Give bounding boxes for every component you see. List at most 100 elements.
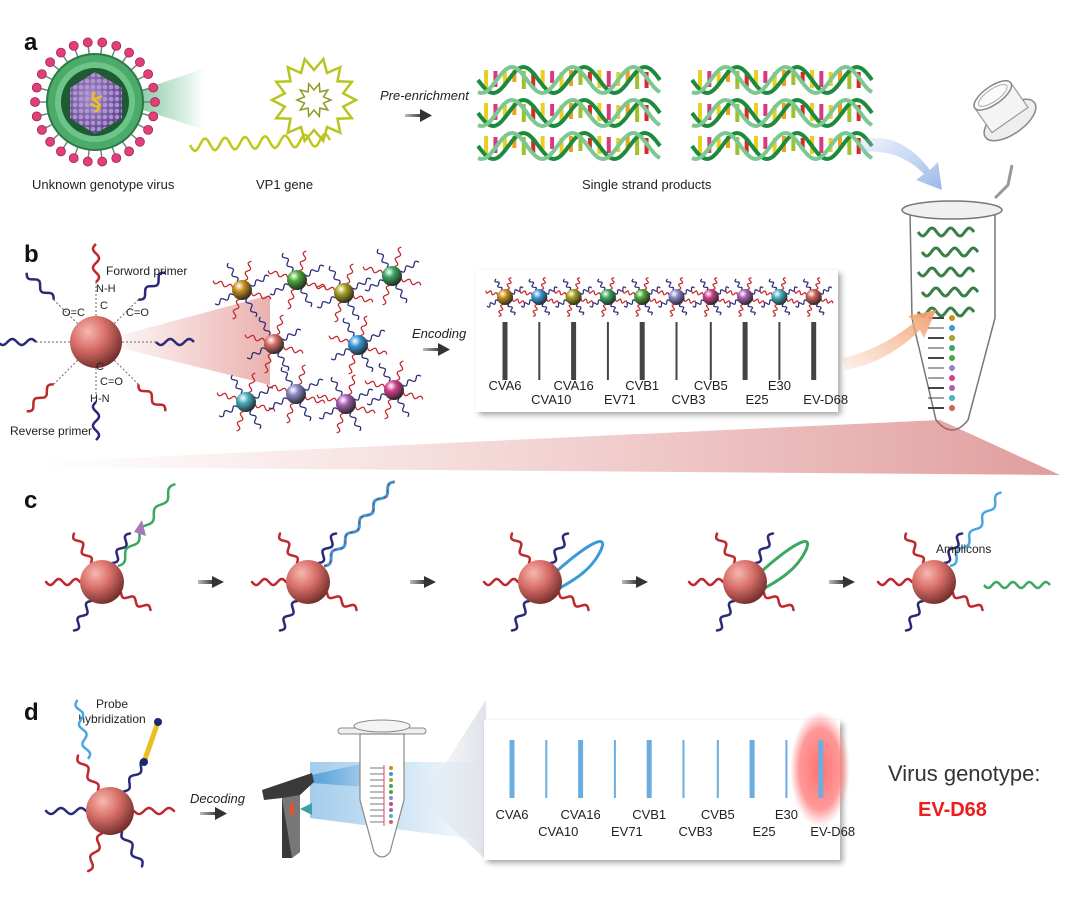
dna-base — [540, 103, 545, 117]
bead-sphere — [80, 560, 124, 604]
primer-strand — [713, 303, 722, 316]
virus-spike-head — [143, 124, 154, 135]
primer-strand — [137, 384, 167, 412]
primer-strand — [276, 314, 284, 336]
dna-backbone — [691, 130, 874, 162]
primer-strand — [815, 277, 821, 290]
virus-spike-head — [68, 40, 79, 51]
virus-spike-head — [45, 136, 55, 147]
primer-strand — [557, 591, 590, 612]
library-bead — [216, 372, 276, 432]
dna-base — [763, 104, 768, 116]
decode-bar — [646, 740, 652, 798]
barcode-bead — [725, 277, 765, 317]
primer-strand — [820, 286, 832, 295]
primer-strand — [138, 271, 166, 301]
extended-strand-bases — [323, 481, 395, 567]
primer-strand — [268, 397, 288, 410]
dna-base — [744, 105, 749, 121]
primer-strand — [540, 277, 546, 290]
amplicon-strand — [949, 491, 1002, 568]
primer-strand — [807, 304, 813, 317]
dna-base — [559, 138, 564, 156]
step-arrow-icon — [198, 576, 224, 588]
primer-strand — [528, 278, 538, 291]
primer-strand — [402, 374, 422, 387]
primer-strand — [384, 398, 392, 420]
primer-strand — [364, 279, 384, 292]
dna-base — [635, 71, 640, 89]
dna-base — [791, 71, 796, 85]
dna-base — [606, 71, 611, 87]
barcode-bead — [622, 277, 662, 317]
primer-strand — [485, 290, 498, 296]
primer-strand — [328, 335, 350, 343]
primer-strand — [347, 301, 360, 321]
primer-strand — [352, 277, 372, 290]
dna-base — [521, 137, 526, 155]
dna-base — [744, 72, 749, 88]
dna-base — [735, 137, 740, 155]
primer-strand — [264, 352, 272, 374]
primer-strand — [402, 392, 424, 400]
step-arrow-icon — [622, 576, 648, 588]
dna-base — [635, 104, 640, 122]
primer-strand — [336, 412, 344, 434]
primer-strand — [316, 394, 338, 402]
dna-base — [763, 71, 768, 83]
primer-strand — [330, 376, 343, 396]
barcode-bar — [675, 322, 678, 380]
decode-label: CVA10 — [538, 824, 578, 839]
dna-base — [744, 138, 749, 154]
primer-strand — [519, 290, 533, 296]
decode-bar — [545, 740, 548, 798]
bead-sphere — [334, 283, 354, 303]
dna-base — [540, 136, 545, 150]
barcode-bar — [742, 322, 748, 380]
primer-strand — [361, 353, 374, 373]
primer-strand — [786, 298, 800, 304]
primer-strand — [155, 337, 195, 347]
amplicons-label: Amplicons — [936, 542, 991, 556]
primer-strand — [394, 246, 402, 268]
dna-base — [512, 70, 517, 82]
primer-strand — [754, 532, 775, 565]
amplicon-strand — [983, 580, 1051, 590]
panel-letter-b: b — [24, 241, 39, 268]
amplification-stage — [687, 532, 810, 632]
decode-label: EV71 — [611, 824, 643, 839]
primer-strand — [509, 532, 532, 565]
tube-bead — [389, 790, 393, 794]
primer-strand — [352, 295, 374, 303]
dna-base — [484, 103, 488, 121]
dna-backbone — [477, 130, 662, 162]
primer-strand — [76, 754, 100, 792]
primer-strand — [717, 298, 731, 304]
primer-strand — [366, 393, 386, 406]
dna-base — [800, 72, 805, 84]
primer-strand — [25, 272, 55, 300]
barcode-label: CVA16 — [553, 378, 593, 393]
chem-group: N-H — [96, 283, 116, 295]
bead-sphere — [264, 334, 284, 354]
virus-spike-head — [56, 146, 66, 157]
tube-bead — [949, 325, 955, 331]
linker-bond — [53, 357, 81, 385]
primer-strand — [943, 532, 964, 565]
dna-base — [838, 103, 842, 115]
primer-strand — [299, 402, 312, 422]
dna-backbone — [691, 97, 874, 129]
primer-strand — [644, 303, 653, 316]
encoding-arrow-icon — [423, 343, 450, 356]
primer-strand — [281, 252, 294, 272]
dna-base — [754, 136, 758, 150]
primer-strand — [230, 374, 243, 394]
template-strand — [117, 482, 176, 568]
dna-base — [521, 104, 526, 122]
barcode-bead — [553, 277, 594, 317]
primer-strand — [687, 577, 725, 587]
primer-strand — [759, 290, 773, 296]
decode-label: CVA6 — [496, 807, 529, 822]
bead-sphere — [86, 787, 134, 835]
